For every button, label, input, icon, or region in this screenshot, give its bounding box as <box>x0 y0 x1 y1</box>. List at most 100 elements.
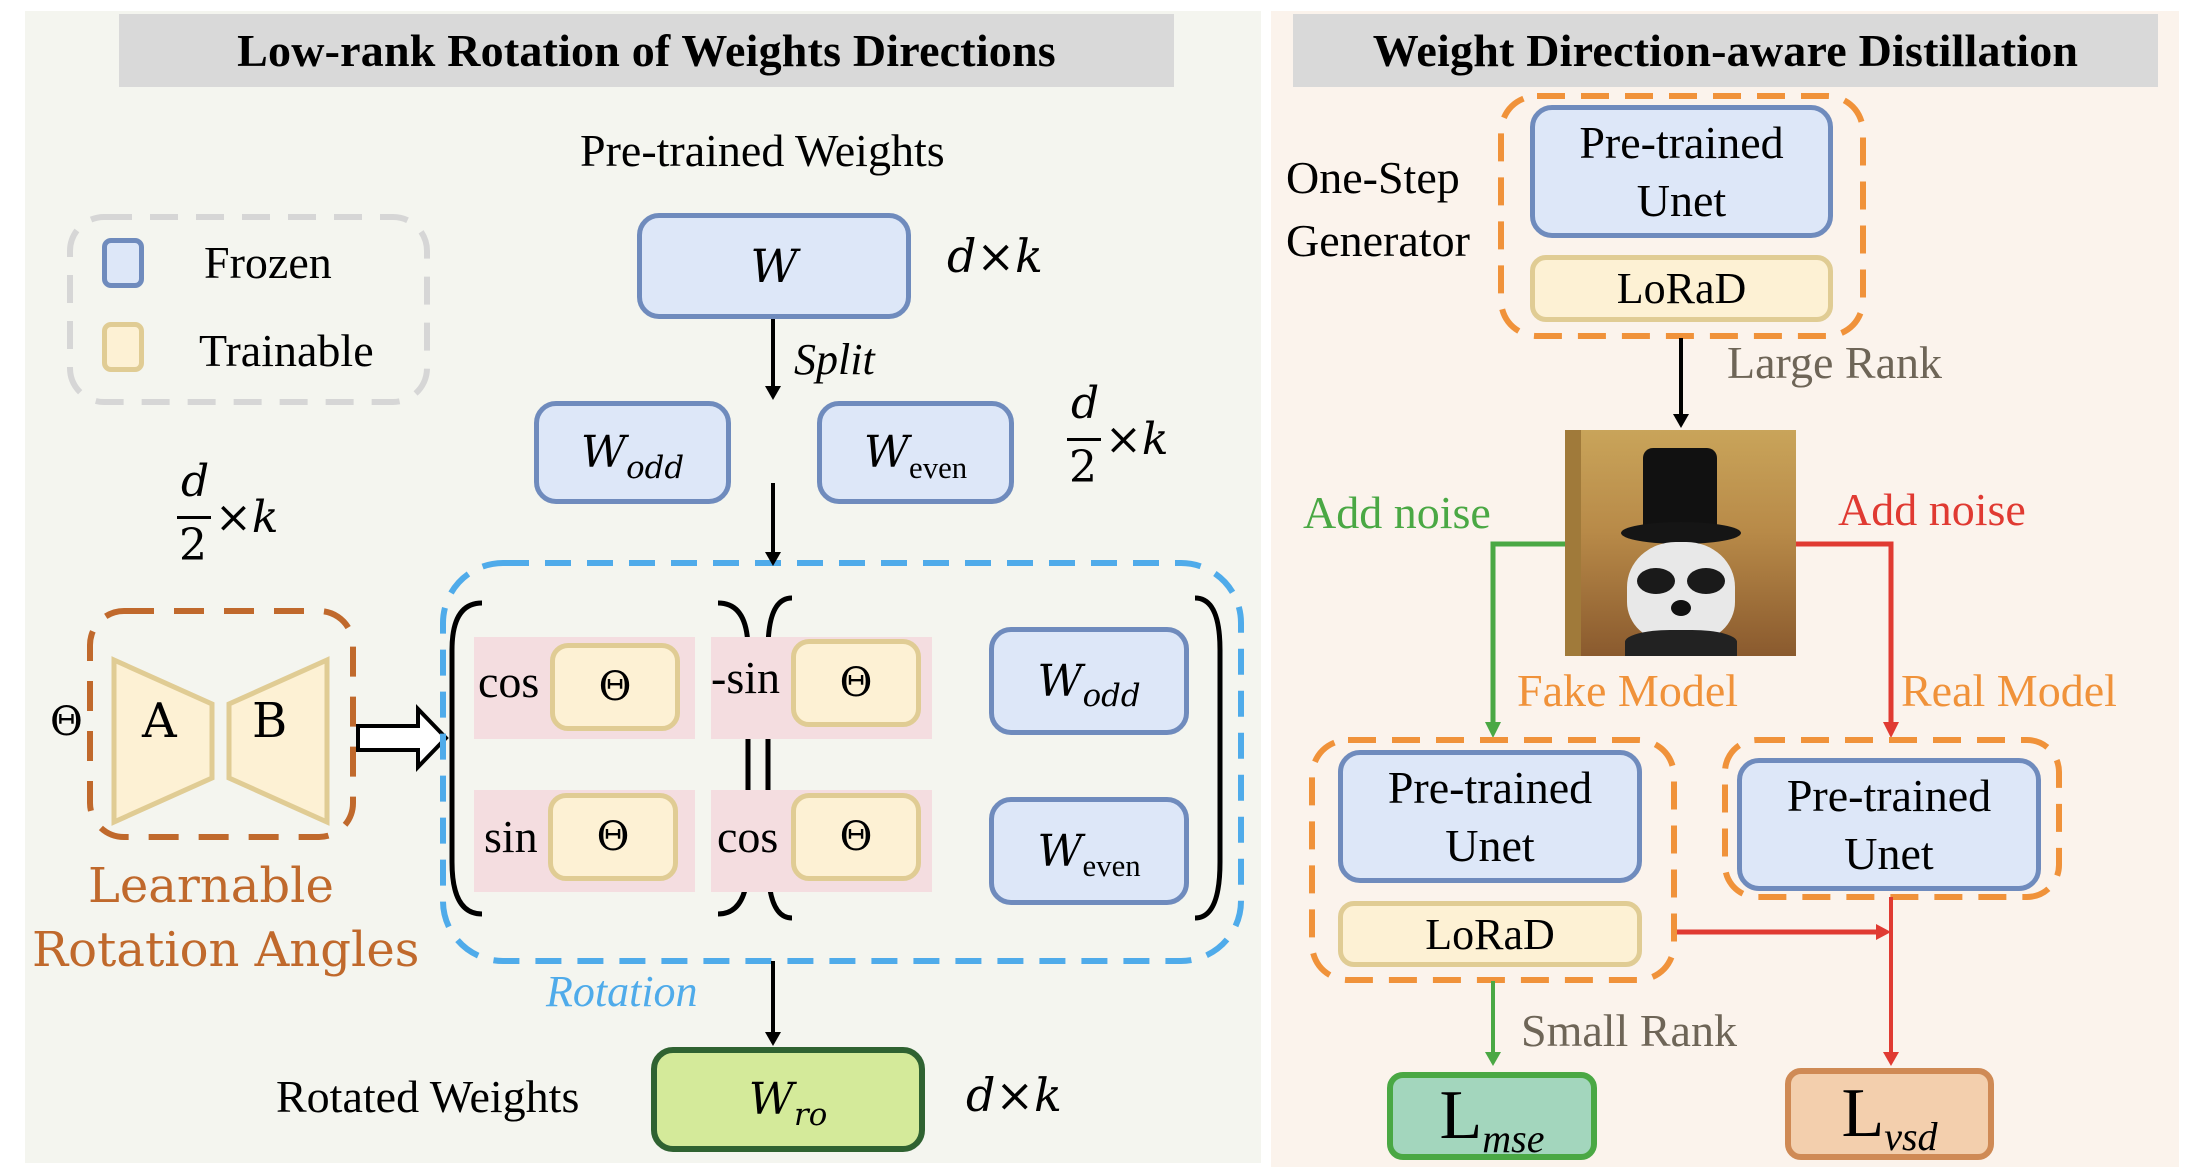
raccoon-suit <box>1625 630 1737 656</box>
generated-image <box>1565 430 1796 656</box>
theta-symbol: Θ <box>50 699 83 745</box>
lora-a-label: A <box>142 693 177 749</box>
lora-b-label: B <box>252 693 288 749</box>
theta-box: Θ <box>791 639 921 727</box>
raccoon-nose <box>1671 600 1691 616</box>
w-odd-sub: odd <box>626 449 685 486</box>
unet-line1: Pre-trained <box>1387 762 1593 813</box>
w-even-sub: even <box>1082 849 1141 884</box>
raccoon-mask-right <box>1687 568 1725 594</box>
legend-frozen-label: Frozen <box>204 237 332 288</box>
cell-fn: sin <box>484 811 538 862</box>
raccoon-mask-left <box>1637 568 1675 594</box>
cell-fn: cos <box>478 656 540 707</box>
add-noise-left-label: Add noise <box>1303 487 1491 538</box>
loss-vsd-sub: vsd <box>1884 1114 1938 1159</box>
loss-vsd-box: Lvsd <box>1785 1068 1994 1160</box>
right-panel-title: Weight Direction-aware Distillation <box>1293 14 2158 87</box>
cell-fn: -sin <box>711 652 780 703</box>
legend-frame <box>67 214 430 405</box>
loss-vsd-base: L <box>1841 1075 1885 1152</box>
matrix-cell-sin: sin Θ <box>474 790 695 892</box>
fraction-bar <box>177 516 211 519</box>
frame-edge <box>1565 430 1581 656</box>
generator-unet-box: Pre-trained Unet <box>1530 105 1833 238</box>
hat-brim <box>1621 522 1741 544</box>
small-rank-label: Small Rank <box>1521 1005 1737 1056</box>
frozen-swatch <box>102 238 144 288</box>
lora-frame <box>87 608 356 840</box>
loss-mse-box: Lmse <box>1387 1072 1597 1160</box>
half-dims-num: d <box>1071 378 1100 429</box>
raccoon-face <box>1627 542 1735 642</box>
matrix-right-bracket <box>717 600 751 917</box>
lora-a-trapezoid <box>111 656 215 826</box>
loss-mse-base: L <box>1439 1077 1483 1154</box>
unet-line1: Pre-trained <box>1579 117 1784 168</box>
w-dims: d×k <box>947 229 1043 283</box>
open-arrow-icon <box>356 704 449 772</box>
unet-line1: Pre-trained <box>1786 770 1992 821</box>
fake-model-label: Fake Model <box>1517 665 1739 716</box>
w-box: W <box>637 213 911 319</box>
fake-model-frame <box>1309 737 1677 983</box>
red-noise-path <box>1796 541 1894 727</box>
lora-b-trapezoid <box>226 656 330 826</box>
fake-lorad-box: LoRaD <box>1338 901 1642 967</box>
loss-mse-sub: mse <box>1482 1116 1545 1161</box>
w-ro-sub: ro <box>793 1096 828 1133</box>
w-odd-base: W <box>1037 655 1083 707</box>
left-panel <box>25 11 1261 1163</box>
w-even-base: W <box>1037 825 1083 877</box>
vector-w-odd-box: Wodd <box>989 627 1189 735</box>
unet-line2: Unet <box>1445 819 1535 871</box>
w-ro-box: Wro <box>651 1047 925 1152</box>
unet-line2: Unet <box>1636 174 1727 226</box>
generator-lorad-box: LoRaD <box>1530 255 1833 322</box>
fraction-bar <box>1067 438 1101 441</box>
w-ro-dims: d×k <box>966 1068 1062 1122</box>
theta-box: Θ <box>550 643 680 731</box>
w-symbol: W <box>750 239 798 293</box>
left-panel-title: Low-rank Rotation of Weights Directions <box>119 14 1174 87</box>
matrix-cell-cos-top: cos Θ <box>474 637 695 739</box>
trainable-swatch <box>102 322 144 372</box>
add-noise-right-label: Add noise <box>1838 484 2026 535</box>
half-dims-rest: ×k <box>1105 414 1169 465</box>
matrix-left-bracket <box>449 600 483 917</box>
matrix-cell-neg-sin: -sin Θ <box>711 637 932 739</box>
theta-box: Θ <box>548 793 678 881</box>
matrix-cell-cos-bottom: cos Θ <box>711 790 932 892</box>
half-dims-rest: ×k <box>215 492 279 543</box>
half-dims-right: d 2 ×k <box>1065 382 1185 502</box>
rotation-angles-label: Rotation Angles <box>32 922 420 978</box>
w-odd-box: Wodd <box>534 401 731 504</box>
rotation-frame <box>440 560 1244 964</box>
green-noise-path <box>1490 541 1565 727</box>
vector-right-bracket <box>1194 595 1223 921</box>
generator-label-line1: One-Step <box>1286 152 1460 203</box>
w-even-sub: even <box>909 450 968 485</box>
learnable-label: Learnable <box>88 858 334 914</box>
fake-unet-box: Pre-trained Unet <box>1338 750 1642 883</box>
half-dims-num: d <box>181 456 210 507</box>
top-hat-icon <box>1643 448 1717 532</box>
w-odd-sub: odd <box>1082 678 1141 715</box>
rotation-label: Rotation <box>546 967 698 1016</box>
split-label: Split <box>794 335 875 384</box>
w-ro-base: W <box>748 1074 794 1125</box>
real-model-label: Real Model <box>1901 665 2117 716</box>
half-dims-den: 2 <box>1069 442 1097 493</box>
split-arrowhead <box>765 386 781 400</box>
real-unet-box: Pre-trained Unet <box>1737 758 2041 891</box>
half-dims-left: d 2 ×k <box>175 460 295 580</box>
cell-fn: cos <box>717 811 779 862</box>
legend-trainable-label: Trainable <box>199 325 374 376</box>
rotated-weights-label: Rotated Weights <box>276 1071 580 1122</box>
generator-frame <box>1498 93 1866 339</box>
w-even-base: W <box>863 427 910 478</box>
theta-box: Θ <box>791 793 921 881</box>
w-even-box: Weven <box>817 401 1014 504</box>
generator-label-line2: Generator <box>1286 215 1470 266</box>
